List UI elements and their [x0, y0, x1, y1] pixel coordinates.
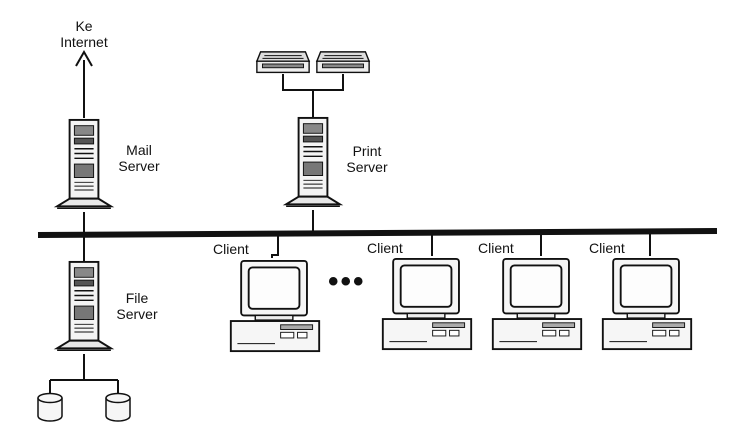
client-3-computer-icon: [491, 257, 583, 351]
print-server-label-line2: Server: [346, 159, 388, 175]
file-server-icon: [56, 260, 112, 352]
client-4-computer-icon: [601, 257, 693, 351]
internet-label-line1: Ke: [75, 18, 93, 34]
file-server-label: File Server: [106, 290, 168, 322]
disk-icon: [105, 392, 131, 422]
network-backbone: [37, 228, 718, 238]
mail-server-icon: [56, 118, 112, 210]
mail-server-label-line1: Mail: [126, 142, 152, 158]
internet-arrow-icon: [75, 49, 93, 67]
mail-server-label: Mail Server: [108, 142, 170, 174]
printer-icon: [256, 51, 310, 74]
file-server-label-line1: File: [125, 290, 149, 306]
disk-icon: [37, 392, 63, 422]
internet-label: Ke Internet: [52, 18, 116, 50]
print-server-label: Print Server: [336, 143, 398, 175]
client-3-label: Client: [478, 240, 514, 256]
client-1-link: [271, 234, 279, 258]
client-1-label: Client: [213, 241, 249, 257]
internet-label-line2: Internet: [60, 34, 108, 50]
print-server-label-line1: Print: [352, 143, 382, 159]
printer-links: [282, 74, 344, 118]
printer-icon: [316, 51, 370, 74]
client-4-label: Client: [589, 240, 625, 256]
mail-server-label-line2: Server: [118, 158, 160, 174]
client-1-computer-icon: [229, 259, 321, 353]
disk-links: [49, 354, 119, 396]
file-server-label-line2: Server: [116, 306, 158, 322]
client-2-computer-icon: [381, 257, 473, 351]
more-clients-ellipsis: •••: [328, 265, 366, 298]
print-server-icon: [285, 116, 341, 208]
client-2-label: Client: [367, 240, 403, 256]
